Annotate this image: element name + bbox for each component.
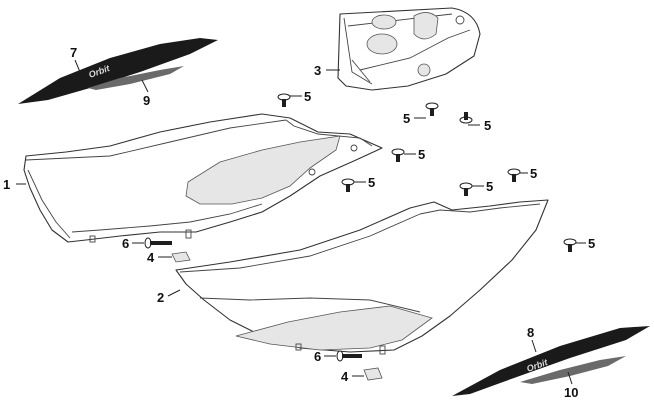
bolt-6a (144, 237, 172, 249)
callout-4a: 4 (147, 250, 155, 265)
callout-6b: 6 (314, 349, 321, 364)
callout-5d: 5 (418, 147, 425, 162)
callout-1: 1 (3, 177, 10, 192)
callout-7: 7 (70, 45, 77, 60)
left-body-cover (23, 113, 383, 243)
screw-5d (391, 148, 405, 162)
callout-4b: 4 (341, 369, 349, 384)
screw-5c (459, 112, 473, 124)
bolt-6b (336, 350, 362, 362)
decal-8 (452, 326, 650, 396)
callout-5g: 5 (530, 166, 537, 181)
decal-7 (18, 38, 218, 104)
callout-5c: 5 (484, 118, 491, 133)
screw-5h (563, 238, 577, 252)
rear-center-panel (337, 7, 481, 91)
callout-5f: 5 (486, 179, 493, 194)
screw-5f (459, 182, 473, 196)
callout-8: 8 (527, 325, 534, 340)
leader-lines (16, 59, 586, 385)
callout-5b: 5 (403, 111, 410, 126)
callout-9: 9 (143, 93, 150, 108)
decal-9 (88, 66, 184, 90)
screw-5g (507, 168, 521, 182)
callout-6a: 6 (122, 236, 129, 251)
upper-decal-set: Orbit (18, 38, 218, 104)
callout-10: 10 (564, 385, 578, 400)
callout-5h: 5 (588, 236, 595, 251)
lower-decal-set: Orbit (452, 326, 650, 396)
callout-3: 3 (314, 63, 321, 78)
clip-4a (171, 251, 191, 263)
callout-5a: 5 (304, 89, 311, 104)
callout-2: 2 (157, 290, 164, 305)
clip-4b (363, 367, 383, 381)
callout-5e: 5 (368, 175, 375, 190)
screw-5a (277, 93, 291, 107)
screw-5b (425, 102, 439, 116)
right-body-cover (175, 199, 549, 355)
callout-labels: 1 2 3 4 4 5 5 5 5 5 5 5 5 6 6 7 8 9 10 (3, 45, 595, 400)
decal-10 (520, 356, 626, 384)
screw-5e (341, 178, 355, 192)
